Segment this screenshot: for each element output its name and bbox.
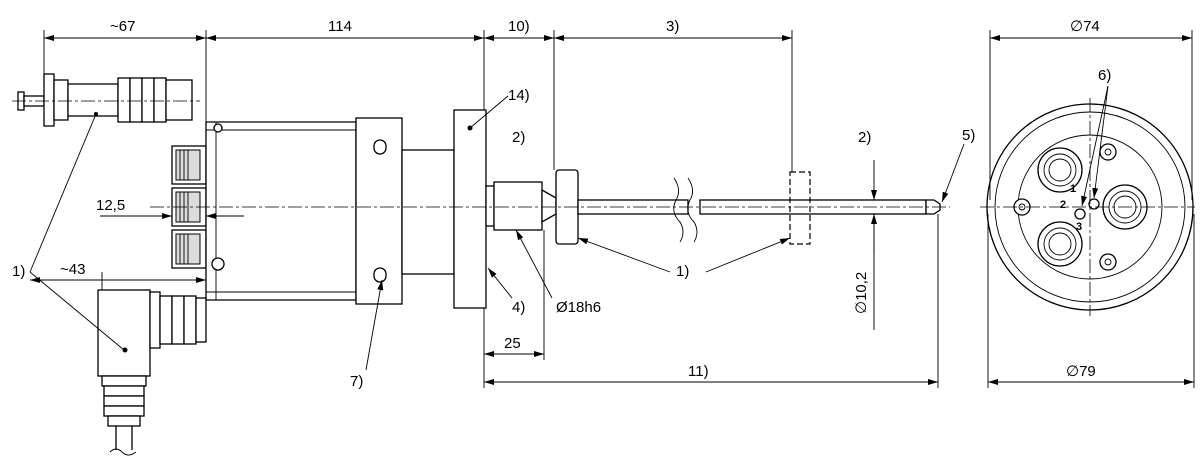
socket-bottom (1037, 221, 1083, 267)
angled-connector (97, 289, 207, 456)
callout-4: 4) (512, 299, 525, 316)
dim-shaft-diameter: Ø18h6 (556, 299, 601, 316)
dim-angled-connector: ~43 (60, 261, 85, 278)
dim-flange-depth: 25 (504, 335, 521, 352)
callout-1-left: 1) (12, 263, 25, 280)
dim-shaft-step: 12,5 (96, 197, 125, 214)
dim-housing-length: 114 (328, 18, 352, 35)
encoder-housing (150, 109, 950, 309)
dim-note-3: 3) (666, 18, 679, 35)
dimension-lines (30, 30, 1195, 388)
leader-lines (29, 85, 1109, 371)
socket-top (1037, 147, 1083, 193)
dim-note-10: 10) (508, 18, 530, 35)
callout-2-top: 2) (512, 129, 525, 146)
callout-6: 6) (1098, 67, 1111, 84)
callout-14: 14) (508, 87, 530, 104)
callout-labels: 1) 1) 2) 2) 4) 5) 6) 7) 14) (12, 67, 1111, 390)
pin-2-label: 2 (1060, 199, 1066, 211)
dim-connector-length: ~67 (110, 18, 135, 35)
callout-7: 7) (350, 373, 363, 390)
callout-1-right: 1) (676, 263, 689, 280)
dim-front-diameter: ∅74 (1070, 18, 1100, 35)
dim-rod-diameter: ∅10,2 (853, 272, 870, 314)
pin-1-label: 1 (1070, 183, 1076, 195)
pin-3-label: 3 (1076, 221, 1082, 233)
callout-2-right: 2) (858, 129, 871, 146)
end-view: 1 2 3 (980, 98, 1195, 316)
straight-connector (12, 73, 200, 127)
callout-5: 5) (962, 127, 975, 144)
dim-total-length: 11) (688, 363, 709, 380)
dim-rear-diameter: ∅79 (1066, 363, 1096, 380)
dimension-labels: ~67 114 10) 3) ∅74 12,5 ~43 25 11) Ø18h6… (60, 18, 1100, 380)
